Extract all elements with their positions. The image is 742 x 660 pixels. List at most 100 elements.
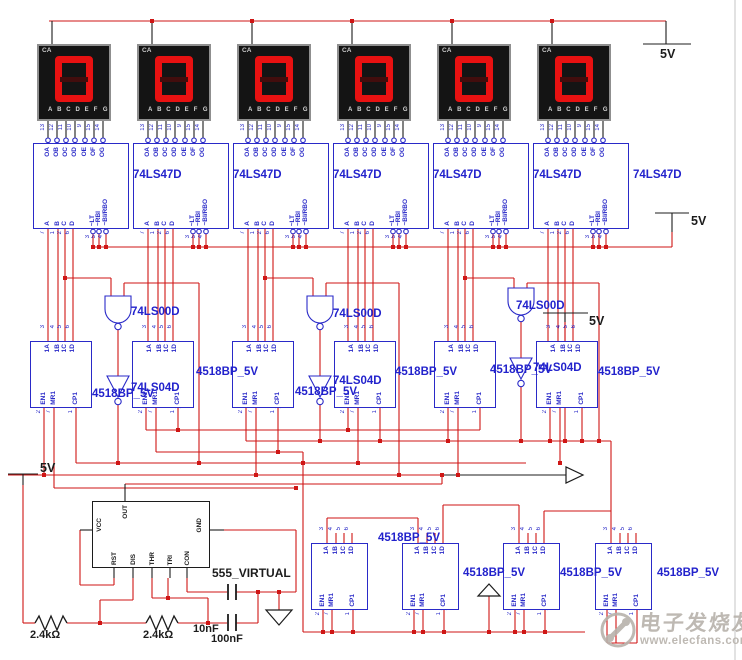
wire-junction (150, 19, 154, 23)
inversion-bubble (554, 137, 560, 144)
pin-label: CP1 (376, 392, 383, 405)
pin-number: 7 (324, 612, 330, 616)
pin-number: 6 (365, 231, 371, 235)
pin-number: 7 (450, 410, 456, 414)
wire-junction (597, 245, 601, 249)
pin-number: 6 (265, 231, 271, 235)
wire-junction (166, 596, 170, 600)
pin-number: 6 (165, 231, 171, 235)
pin-number: 15 (86, 124, 92, 131)
pin-number: 6 (65, 325, 71, 329)
wire-junction (491, 245, 495, 249)
inversion-bubble (63, 137, 69, 144)
pin-label: ~BI/RBO (602, 199, 609, 226)
inversion-bubble (300, 137, 306, 144)
pin-label: C (461, 221, 468, 226)
pin-number: 7 (350, 410, 356, 414)
inversion-bubble (172, 137, 178, 144)
segment-pin-label: B (357, 107, 362, 113)
pin-number: 7 (540, 231, 546, 235)
timer-label: 555_VIRTUAL (212, 566, 291, 580)
wire-junction (497, 245, 501, 249)
pin-label: VCC (96, 518, 103, 532)
pin-label: EN1 (40, 392, 47, 405)
pin-label: OE (281, 147, 288, 157)
wire-junction (276, 450, 280, 454)
segment-pin-label: C (66, 107, 71, 113)
pin-number: 1 (68, 410, 74, 414)
pin-number: 3 (603, 527, 609, 531)
segment-pin-label: F (593, 107, 598, 113)
pin-number: 5 (563, 325, 569, 329)
pin-label: OD (371, 147, 378, 157)
pin-number: 7 (248, 410, 254, 414)
pin-label: OC (362, 147, 369, 157)
pin-number: 4 (198, 235, 204, 239)
ground-symbol (264, 609, 294, 626)
pin-number: 10 (67, 124, 73, 131)
pin-label: A (344, 221, 351, 226)
inversion-bubble (363, 137, 369, 144)
pin-label: 1C (431, 546, 438, 555)
pin-number: 3 (511, 527, 517, 531)
pin-number: 13 (440, 124, 446, 131)
segment-g-off (260, 76, 288, 82)
counter-label: 4518BP_5V (657, 567, 720, 579)
inversion-bubble (400, 137, 406, 144)
inversion-bubble (114, 322, 122, 331)
pin-number: 3 (344, 325, 350, 329)
pin-label: OD (571, 147, 578, 157)
pin-label: 1D (439, 546, 446, 555)
pin-label: CP1 (274, 392, 281, 405)
inversion-bubble (182, 137, 188, 144)
pin-number: 4 (50, 325, 56, 329)
pin-label: OE (381, 147, 388, 157)
pin-number: 2 (406, 612, 412, 616)
pin-label: A (144, 221, 151, 226)
pin-number: 15 (186, 124, 192, 131)
wire-junction (277, 590, 281, 594)
pin-number: 5 (57, 325, 63, 329)
wire-junction (591, 245, 595, 249)
pin-number: 13 (140, 124, 146, 131)
pin-label: DIS (130, 554, 137, 565)
inversion-bubble (390, 228, 396, 235)
pin-number: 13 (540, 124, 546, 131)
wire-junction (197, 461, 201, 465)
pin-number: 11 (358, 124, 364, 131)
pin-label: OE (181, 147, 188, 157)
pin-number: 7 (516, 612, 522, 616)
wire-junction (391, 245, 395, 249)
wire-junction (421, 630, 425, 634)
inversion-bubble (403, 228, 409, 235)
inversion-bubble (114, 397, 122, 406)
pin-label: 1D (69, 344, 76, 353)
inversion-bubble (90, 228, 96, 235)
pin-label: A (244, 221, 251, 226)
pin-number: 5 (391, 235, 397, 239)
pin-number: 5 (591, 235, 597, 239)
pin-label: 1D (271, 344, 278, 353)
wire-junction (204, 245, 208, 249)
pin-label: D (569, 221, 576, 226)
segment-pin-label: E (384, 107, 389, 113)
wire-junction (291, 245, 295, 249)
pin-number: 1 (372, 410, 378, 414)
segment-pin-label: A (448, 107, 453, 113)
pin-label: D (469, 221, 476, 226)
pin-number: 6 (469, 325, 475, 329)
wire-junction (456, 473, 460, 477)
decoder-label: 74LS47D (133, 169, 182, 181)
pin-label: OC (562, 147, 569, 157)
pin-label: A (544, 221, 551, 226)
pin-number: 12 (549, 124, 555, 131)
pin-label: MR1 (419, 593, 426, 607)
pin-label: 1A (246, 344, 253, 353)
segment-pin-label: G (502, 107, 508, 113)
inversion-bubble (296, 228, 302, 235)
pin-label: 1D (632, 546, 639, 555)
